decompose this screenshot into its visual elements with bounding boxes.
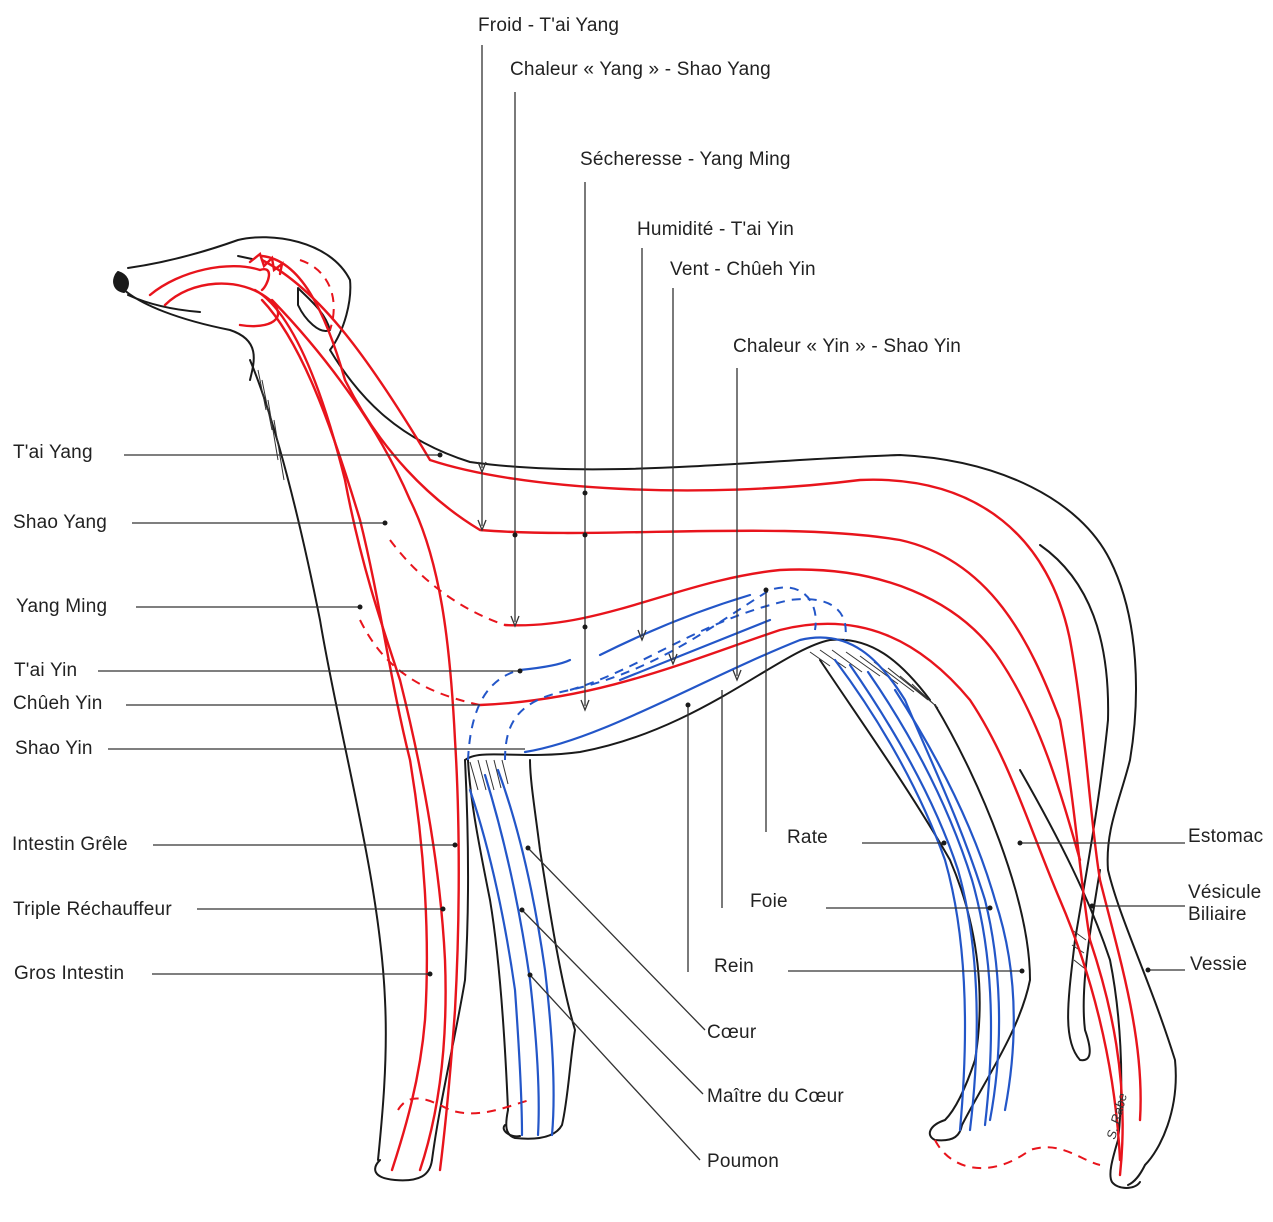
shading-hatch	[258, 370, 1086, 968]
leader-lines	[98, 45, 1185, 1160]
label-chueh-yin: Chûeh Yin	[13, 693, 102, 715]
label-chaleur-yin-shao-yin: Chaleur « Yin » - Shao Yin	[733, 336, 961, 358]
label-humidite-tai-yin: Humidité - T'ai Yin	[637, 219, 794, 241]
yin-meridians-dashed	[468, 587, 846, 760]
dog-outline	[114, 237, 1176, 1188]
label-shao-yang: Shao Yang	[13, 512, 107, 534]
label-foie: Foie	[750, 891, 788, 913]
label-rein: Rein	[714, 956, 754, 978]
label-vent-chueh-yin: Vent - Chûeh Yin	[670, 259, 816, 281]
label-intestin-grele: Intestin Grêle	[12, 834, 128, 856]
label-yang-ming: Yang Ming	[16, 596, 107, 618]
label-vesicule-biliaire: Vésicule Biliaire	[1188, 882, 1263, 926]
artist-signature: S. Rabe	[1103, 1092, 1130, 1141]
label-estomac: Estomac	[1188, 826, 1263, 848]
label-triple-rechauffeur: Triple Réchauffeur	[13, 899, 172, 921]
label-tai-yang: T'ai Yang	[13, 442, 93, 464]
label-maitre-du-coeur: Maître du Cœur	[707, 1086, 844, 1108]
label-tai-yin: T'ai Yin	[14, 660, 77, 682]
yin-meridians	[470, 595, 1014, 1135]
label-coeur: Cœur	[707, 1022, 756, 1044]
label-chaleur-yang-shao-yang: Chaleur « Yang » - Shao Yang	[510, 59, 771, 81]
label-shao-yin: Shao Yin	[15, 738, 93, 760]
yang-meridians	[150, 254, 1141, 1175]
label-secheresse-yang-ming: Sécheresse - Yang Ming	[580, 149, 791, 171]
label-poumon: Poumon	[707, 1151, 779, 1173]
label-gros-intestin: Gros Intestin	[14, 963, 124, 985]
label-froid-tai-yang: Froid - T'ai Yang	[478, 15, 619, 37]
label-rate: Rate	[787, 827, 828, 849]
label-vessie: Vessie	[1190, 954, 1247, 976]
